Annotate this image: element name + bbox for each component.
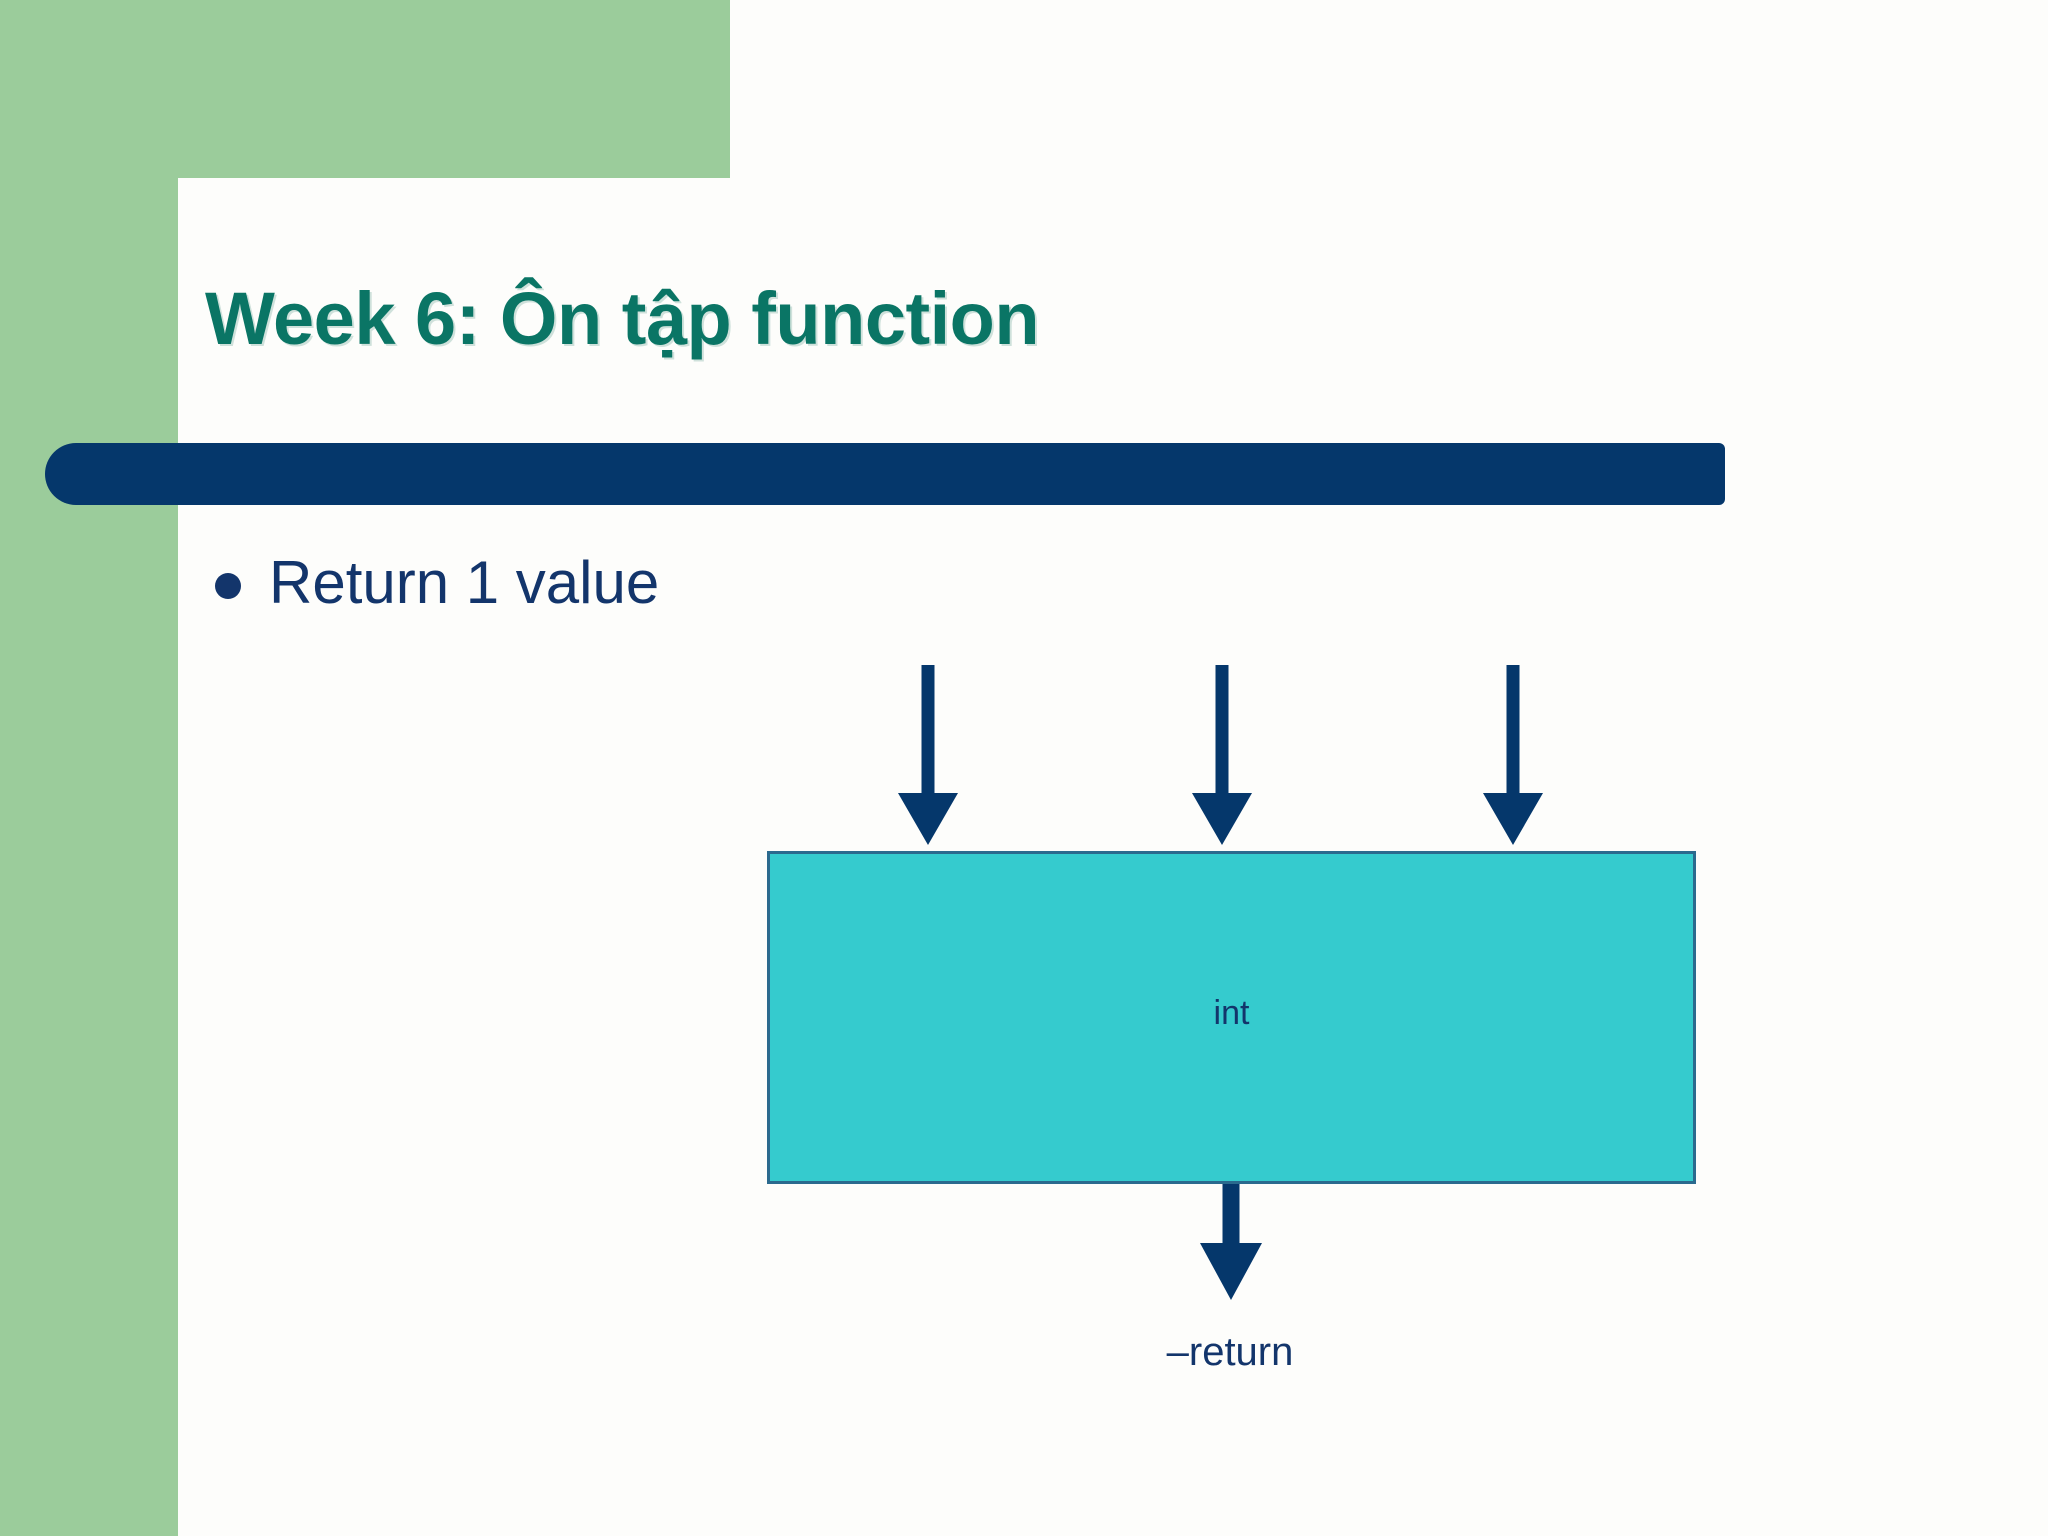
title-divider-bar — [45, 443, 1725, 505]
bullet-dot-icon — [215, 572, 241, 599]
function-return-type-label: int — [1213, 994, 1250, 1032]
function-body-box — [767, 851, 1696, 1184]
white-header-fill — [730, 0, 2048, 180]
list-item: Return 1 value — [215, 548, 659, 617]
green-accent-column-left — [0, 0, 178, 1536]
input-arrow-1 — [898, 665, 958, 845]
input-arrow-3 — [1483, 665, 1543, 845]
bullet-item-label: Return 1 value — [269, 549, 660, 616]
page-title: Week 6: Ôn tập function — [205, 277, 1040, 360]
return-label: –return — [1166, 1330, 1294, 1374]
input-arrow-2 — [1192, 665, 1252, 845]
